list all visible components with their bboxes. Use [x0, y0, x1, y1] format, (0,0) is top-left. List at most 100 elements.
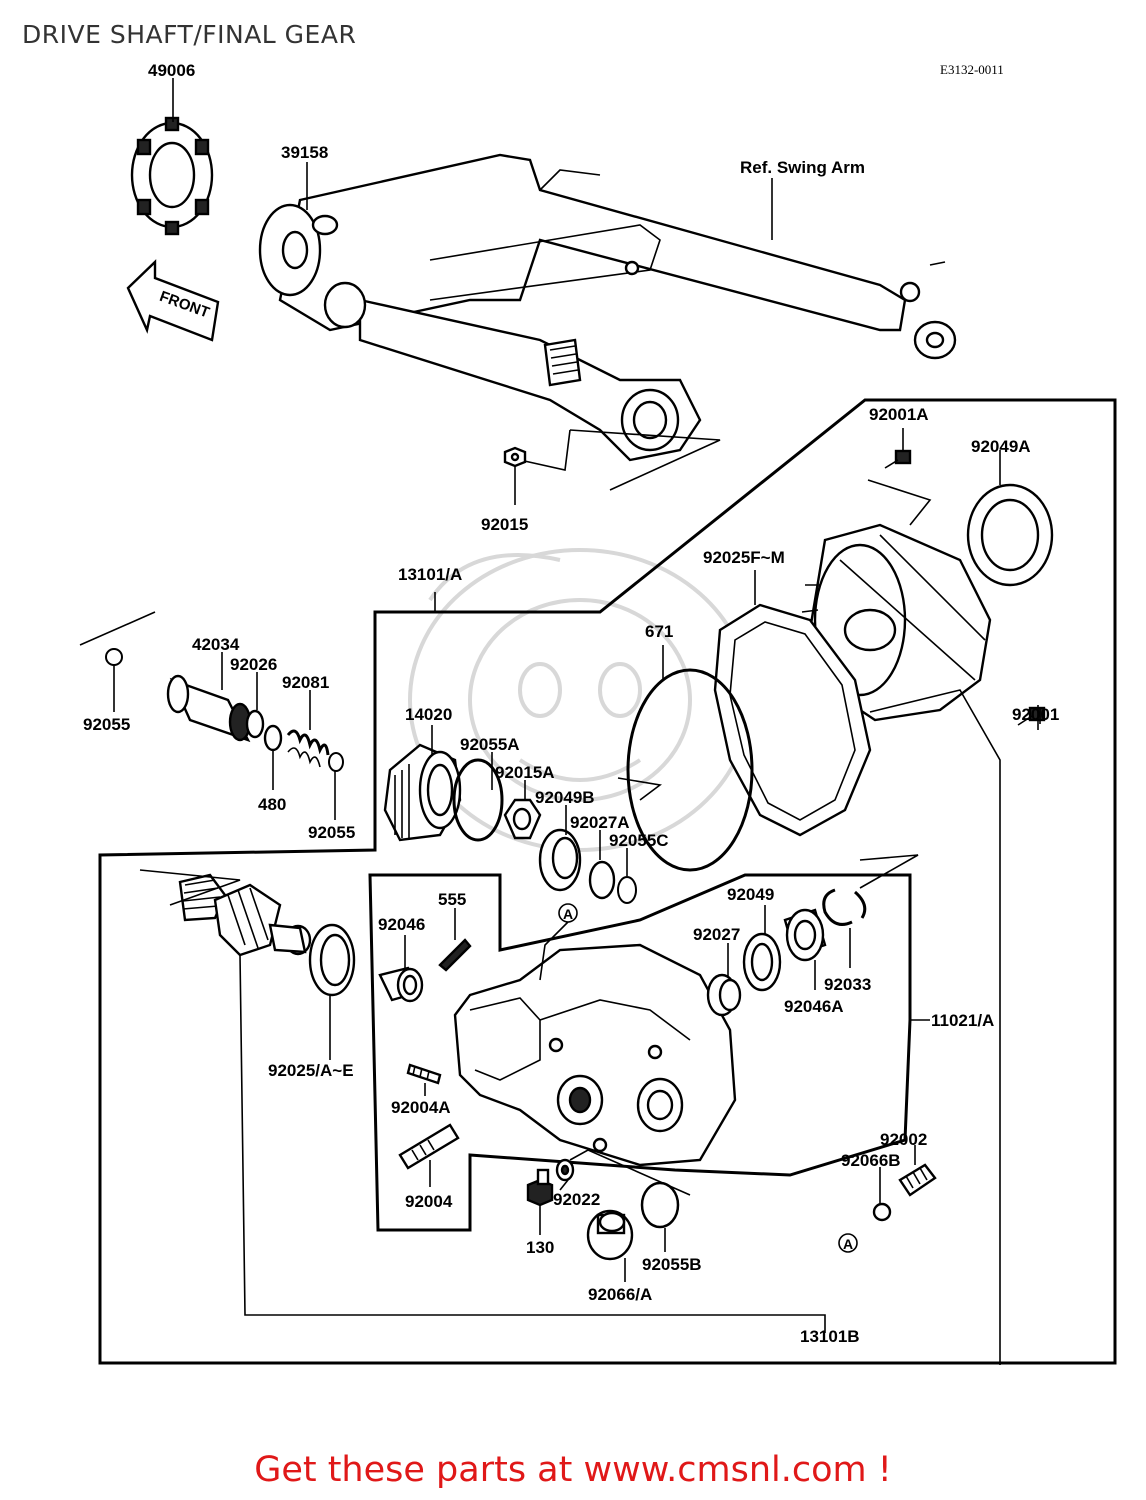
pin-555[interactable]	[438, 938, 472, 972]
label-92022: 92022	[553, 1190, 600, 1209]
bolt-130[interactable]	[526, 1168, 554, 1207]
bearing-housing-14020[interactable]	[383, 743, 462, 842]
needle-bearing-92046A[interactable]	[783, 908, 827, 962]
seal-92049A[interactable]	[966, 483, 1054, 587]
label-92026: 92026	[230, 655, 277, 674]
label-130: 130	[526, 1238, 554, 1257]
circlip-leader	[859, 854, 919, 889]
parts-diagram: FRONT	[79, 61, 1117, 1365]
label-92033: 92033	[824, 975, 871, 994]
label-92004: 92004	[405, 1192, 453, 1211]
bearing-92027[interactable]	[706, 973, 742, 1017]
label-92004A: 92004A	[391, 1098, 451, 1117]
leader-92001	[1037, 705, 1041, 730]
circlip-92033[interactable]	[822, 888, 867, 926]
label-92027: 92027	[693, 925, 740, 944]
svg-text:A: A	[843, 1236, 853, 1252]
shim-92025AE[interactable]	[308, 923, 356, 997]
bearing-92049B[interactable]	[538, 828, 582, 892]
label-92015: 92015	[481, 515, 528, 534]
svg-text:A: A	[563, 906, 573, 922]
label-14020: 14020	[405, 705, 452, 724]
oring-671[interactable]	[626, 668, 754, 872]
leader-92055-top	[79, 611, 156, 646]
leader-gear-group	[869, 689, 1001, 1365]
marker-a-plug: A	[838, 1233, 858, 1253]
label-92046A: 92046A	[784, 997, 844, 1016]
oring-92055B[interactable]	[640, 1181, 680, 1229]
oring-92055C[interactable]	[617, 876, 637, 904]
ring-480[interactable]	[263, 724, 283, 752]
bolt-92001A[interactable]	[884, 449, 912, 469]
footer-link[interactable]: Get these parts at www.cmsnl.com !	[254, 1450, 892, 1490]
washer-92027A[interactable]	[588, 860, 616, 900]
ring-leader	[867, 479, 932, 526]
label-92025AE: 92025/A~E	[268, 1061, 354, 1080]
outline-11021A	[368, 873, 912, 1232]
label-49006: 49006	[148, 61, 195, 80]
label-92001: 92001	[1012, 705, 1059, 724]
pinion-leader	[139, 869, 241, 906]
final-gear-ring[interactable]	[801, 523, 992, 722]
label-92049B: 92049B	[535, 788, 595, 807]
label-92055A: 92055A	[460, 735, 520, 754]
label-13101B: 13101B	[800, 1327, 860, 1346]
nut-92015[interactable]	[503, 446, 527, 468]
label-13101A: 13101/A	[398, 565, 462, 584]
plug-92002[interactable]	[898, 1163, 937, 1197]
label-92049A: 92049A	[971, 437, 1031, 456]
washer-92022[interactable]	[555, 1158, 575, 1182]
label-92027A: 92027A	[570, 813, 630, 832]
leader-92022	[559, 1179, 569, 1191]
label-92046: 92046	[378, 915, 425, 934]
nut-leader	[519, 429, 571, 471]
label-92001A: 92001A	[869, 405, 929, 424]
drain-leader	[569, 1149, 691, 1196]
sleeve-42034[interactable]	[166, 674, 252, 743]
label-92049: 92049	[727, 885, 774, 904]
label-92055-a: 92055	[83, 715, 130, 734]
stud-92004A[interactable]	[406, 1063, 442, 1085]
label-92055B: 92055B	[642, 1255, 702, 1274]
label-11021A: 11021/A	[931, 1011, 994, 1030]
gasket-92025FM[interactable]	[713, 603, 872, 837]
label-480: 480	[258, 795, 286, 814]
oring-92055-a[interactable]	[105, 648, 123, 666]
needle-bearing-92046[interactable]	[378, 966, 424, 1003]
spring-92081[interactable]	[286, 729, 330, 768]
front-arrow-icon: FRONT	[126, 259, 220, 342]
page-title: DRIVE SHAFT/FINAL GEAR	[22, 20, 357, 49]
label-92055-b: 92055	[308, 823, 355, 842]
label-92055C: 92055C	[609, 831, 669, 850]
label-92066B: 92066B	[841, 1151, 901, 1170]
label-92002: 92002	[880, 1130, 927, 1149]
label-39158: 39158	[281, 143, 328, 162]
label-92081: 92081	[282, 673, 329, 692]
gear-case-11021A[interactable]	[453, 943, 737, 1167]
damper-part-49006[interactable]	[130, 116, 214, 236]
label-555: 555	[438, 890, 466, 909]
swing-arm[interactable]	[258, 153, 957, 462]
label-92015A: 92015A	[495, 763, 555, 782]
leader-13101B	[239, 954, 826, 1333]
oring-92055A[interactable]	[452, 758, 504, 842]
nut-92015A[interactable]	[503, 798, 542, 840]
label-ref-swing-arm: Ref. Swing Arm	[740, 158, 865, 177]
leader-marker-a	[539, 921, 569, 981]
label-92066A: 92066/A	[588, 1285, 652, 1304]
stud-92004[interactable]	[398, 1123, 460, 1170]
mount-leader	[569, 429, 721, 491]
pinion-gear[interactable]	[178, 873, 312, 957]
label-42034: 42034	[192, 635, 240, 654]
plug-92066B[interactable]	[872, 1202, 892, 1222]
oring-leader	[617, 777, 662, 801]
marker-a-case: A	[558, 903, 578, 923]
label-92025FM: 92025F~M	[703, 548, 785, 567]
bearing-92049[interactable]	[742, 932, 782, 992]
filler-cap-92066A[interactable]	[586, 1209, 634, 1261]
label-671: 671	[645, 622, 673, 641]
washer-92026[interactable]	[245, 709, 265, 739]
outline-13101A	[98, 398, 1117, 1365]
oring-92055-b[interactable]	[328, 752, 344, 772]
diagram-code: E3132-0011	[940, 62, 1004, 77]
